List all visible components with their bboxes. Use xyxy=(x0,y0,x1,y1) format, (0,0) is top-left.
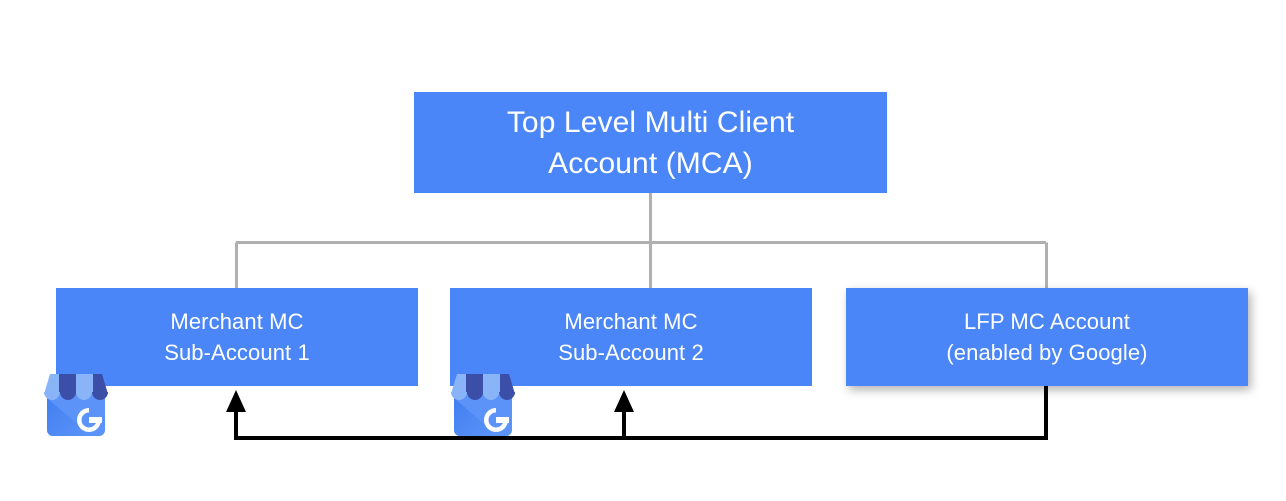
arrowhead-to-sub1 xyxy=(226,390,246,412)
flow-arrowheads xyxy=(226,390,634,412)
node-merchant-mc-sub-account-2-label: Merchant MC Sub-Account 2 xyxy=(558,309,704,365)
storefront-awning-scallops xyxy=(44,392,108,400)
node-lfp-mc-account[interactable]: LFP MC Account (enabled by Google) xyxy=(846,288,1248,386)
google-g-glyph xyxy=(77,408,102,432)
node-merchant-mc-sub-account-1-label: Merchant MC Sub-Account 1 xyxy=(164,309,310,365)
hierarchy-connectors xyxy=(235,193,1048,289)
arrowhead-to-sub2 xyxy=(614,390,634,412)
flow-connectors xyxy=(234,386,1048,440)
google-g-glyph xyxy=(484,408,509,432)
google-business-profile-icon xyxy=(44,374,108,436)
node-lfp-mc-account-label: LFP MC Account (enabled by Google) xyxy=(946,309,1148,365)
google-business-profile-icon xyxy=(451,374,515,436)
storefront-awning-scallops xyxy=(451,392,515,400)
node-merchant-mc-sub-account-1[interactable]: Merchant MC Sub-Account 1 xyxy=(56,288,418,386)
node-top-level-mca[interactable]: Top Level Multi Client Account (MCA) xyxy=(414,92,887,193)
node-merchant-mc-sub-account-2[interactable]: Merchant MC Sub-Account 2 xyxy=(450,288,812,386)
node-top-level-mca-label: Top Level Multi Client Account (MCA) xyxy=(506,105,795,180)
